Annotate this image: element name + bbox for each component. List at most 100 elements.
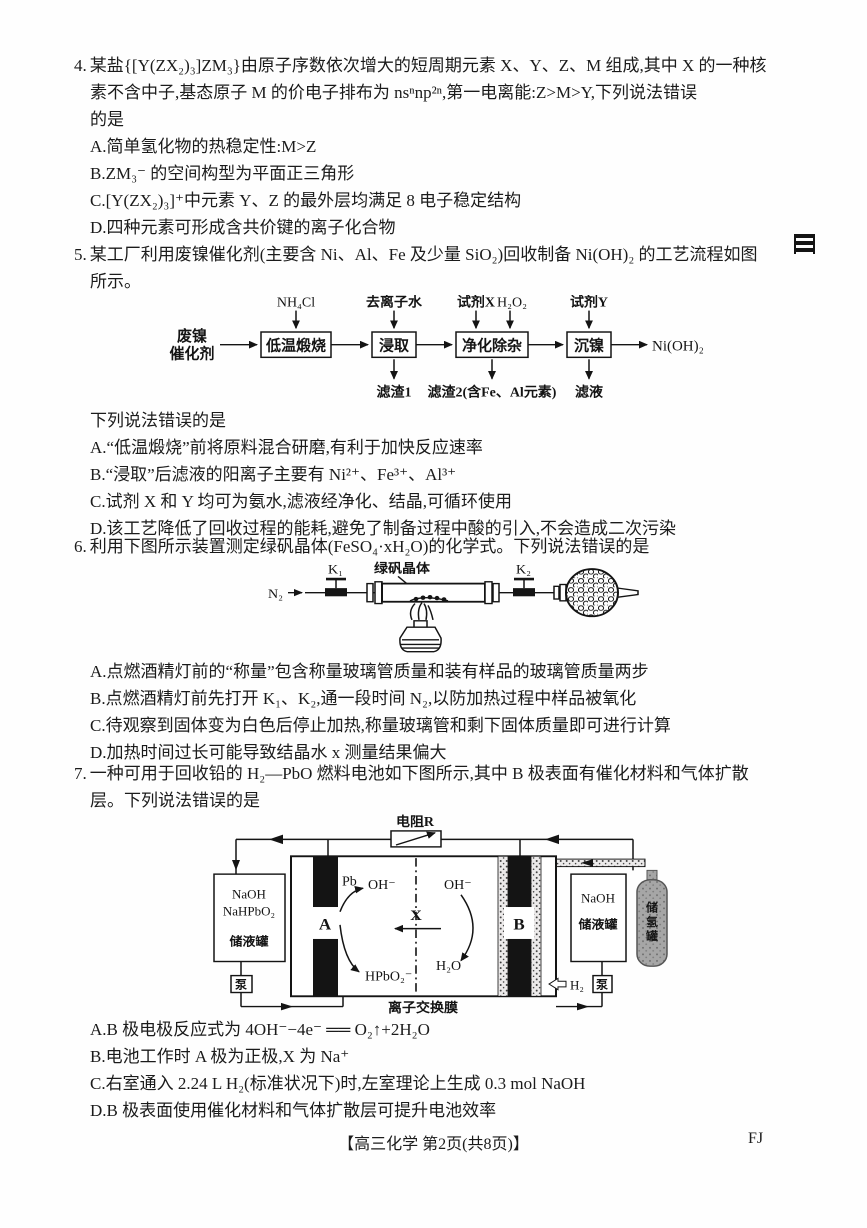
h2o-label: H₂O [436, 958, 461, 973]
pb-label: Pb [342, 874, 357, 889]
tube-stopper-right [484, 581, 500, 605]
option-b: B.电池工作时 A 极为正极,X 为 Na⁺ [90, 1047, 350, 1066]
question-number: 5. [74, 245, 87, 264]
option-d: D.B 极表面使用催化材料和气体扩散层可提升电池效率 [90, 1101, 497, 1120]
footer-code: FJ [748, 1130, 764, 1147]
flow-input-arrows [292, 310, 593, 330]
hpbo2-label: HPbO₂⁻ [365, 969, 412, 984]
input-reagent-y: 试剂Y [570, 295, 608, 310]
option-c: C.待观察到固体变为白色后停止加热,称量玻璃管和剩下固体质量即可进行计算 [90, 716, 671, 735]
input-deionized-water: 去离子水 [366, 295, 422, 310]
fuel-cell-diagram: 电阻R [193, 814, 867, 1016]
step-box-leach [371, 331, 417, 359]
output-residue1: 滤渣1 [377, 383, 412, 399]
oh-right-label: OH⁻ [444, 878, 472, 893]
drying-bulb [565, 568, 619, 618]
question-6: 6.利用下图所示装置测定绿矾晶体(FeSO₄·xH₂O)的化学式。下列说法错误的… [0, 533, 867, 766]
h2-gas-pipe [544, 858, 646, 868]
electrode-b-label-box [504, 907, 534, 939]
alcohol-lamp [399, 602, 442, 653]
input-h2o2: H₂O₂ [497, 295, 527, 310]
arrow-pb-to-oh [339, 886, 364, 912]
question-7: 7.一种可用于回收铅的 H₂—PbO 燃料电池如下图所示,其中 B 极表面有催化… [0, 760, 867, 1124]
page-footer: 【高三化学 第2页(共8页)】 FJ [0, 1130, 867, 1154]
question-line: 4.某盐{[Y(ZX₂)₃]ZM₃}由原子序数依次增大的短周期元素 X、Y、Z、… [0, 52, 867, 79]
option-c: C.右室通入 2.24 L H₂(标准状况下)时,左室理论上生成 0.3 mol… [90, 1074, 586, 1093]
resistor-label: 电阻R [396, 814, 434, 829]
resistor-slider-arrow [395, 831, 436, 846]
left-tank-caption: 储液罐 [229, 934, 268, 949]
question-text: 利用下图所示装置测定绿矾晶体(FeSO₄·xH₂O)的化学式。下列说法错误的是 [89, 537, 650, 556]
option-d: D.加热时间过长可能导致结晶水 x 测量结果偏大 [90, 743, 447, 762]
question-line: 7.一种可用于回收铅的 H₂—PbO 燃料电池如下图所示,其中 B 极表面有催化… [0, 760, 867, 787]
circuit-wires [232, 834, 634, 875]
sample-crystals [409, 595, 449, 602]
cylinder-neck [646, 869, 658, 881]
sample-label: 绿矾晶体 [374, 560, 431, 575]
option-a: A.点燃酒精灯前的“称量”包含称量玻璃管质量和装有样品的玻璃管质量两步 [90, 662, 649, 681]
left-pump [230, 974, 253, 994]
right-pump-pipes [556, 961, 603, 1011]
valve-k1 [325, 577, 347, 597]
hydrogen-cylinder [636, 879, 668, 967]
question-text: 某盐{[Y(ZX₂)₃]ZM₃}由原子序数依次增大的短周期元素 X、Y、Z、M … [89, 56, 767, 75]
left-tank-naoh: NaOH [232, 888, 266, 902]
flow-source-line2: 催化剂 [170, 344, 215, 362]
process-flow-svg: 废镍 催化剂 低温煅烧 浸取 净化除杂 沉镍 Ni [170, 295, 704, 400]
question-prompt: 下列说法错误的是 [90, 411, 226, 430]
valve-k2-label: K₂ [516, 562, 531, 576]
question-number: 4. [74, 56, 87, 75]
electrode-b-label: B [513, 915, 524, 933]
output-filtrate: 滤液 [575, 383, 603, 399]
question-5: 5.某工厂利用废镍催化剂(主要含 Ni、Al、Fe 及少量 SiO₂)回收制备 … [0, 241, 867, 542]
option-b: B.点燃酒精灯前先打开 K₁、K₂,通一段时间 N₂,以防加热过程中样品被氧化 [90, 689, 637, 708]
n2-label: N₂ [268, 587, 283, 601]
cylinder-char-3: 罐 [645, 929, 658, 943]
step-label-precipitate: 沉镍 [574, 337, 604, 355]
option-b: B.“浸取”后滤液的阳离子主要有 Ni²⁺、Fe³⁺、Al³⁺ [90, 465, 457, 484]
footer-text: 【高三化学 第2页(共8页)】 [338, 1136, 529, 1153]
question-line: 所示。 [90, 272, 141, 291]
apparatus-diagram: 绿矾晶体 N₂ K₁ [248, 560, 867, 658]
left-pump-pipes [240, 961, 344, 1011]
valve-k2 [513, 577, 535, 597]
bulb-connector [553, 583, 567, 602]
left-pump-label: 泵 [235, 979, 247, 992]
option-b: B.ZM₃⁻ 的空间构型为平面正三角形 [90, 164, 355, 183]
step-box-precipitate [566, 331, 612, 359]
electrode-a-label-box [309, 907, 341, 939]
input-nh4cl: NH₄Cl [277, 295, 315, 310]
question-number: 7. [74, 764, 87, 783]
output-residue2: 滤渣2(含Fe、Al元素) [428, 383, 557, 400]
arrow-oh-to-h2o [460, 894, 474, 962]
question-text: 一种可用于回收铅的 H₂—PbO 燃料电池如下图所示,其中 B 极表面有催化材料… [89, 764, 749, 783]
right-pump-label: 泵 [596, 979, 608, 992]
h2-inlet-arrow [548, 977, 567, 991]
question-line: 的是 [90, 110, 124, 129]
right-tank-caption: 储液罐 [578, 917, 617, 932]
left-tank [213, 873, 286, 963]
option-a: A.“低温煅烧”前将原料混合研磨,有利于加快反应速率 [90, 438, 483, 457]
option-c: C.[Y(ZX₂)₃]⁺中元素 Y、Z 的最外层均满足 8 电子稳定结构 [90, 191, 522, 210]
membrane-label: 离子交换膜 [388, 1000, 458, 1015]
question-line: 层。下列说法错误的是 [90, 791, 260, 810]
step-label-purify: 净化除杂 [462, 337, 522, 355]
question-line: 6.利用下图所示装置测定绿矾晶体(FeSO₄·xH₂O)的化学式。下列说法错误的… [0, 533, 867, 560]
glass-tube [381, 582, 486, 603]
step-box-purify [455, 331, 529, 359]
cylinder-char-2: 氢 [646, 915, 658, 929]
left-tank-nahpbo2: NaHPbO₂ [223, 905, 275, 919]
apparatus-svg: 绿矾晶体 N₂ K₁ [268, 560, 639, 653]
fuel-cell-svg: 电阻R [213, 814, 668, 1015]
step-label-leach: 浸取 [379, 338, 409, 355]
option-d: D.四种元素可形成含共价键的离子化合物 [90, 218, 396, 237]
option-c: C.试剂 X 和 Y 均可为氨水,滤液经净化、结晶,可循环使用 [90, 492, 513, 511]
process-flow-diagram: 废镍 催化剂 低温煅烧 浸取 净化除杂 沉镍 Ni [160, 295, 867, 407]
question-number: 6. [74, 537, 87, 556]
question-line: 5.某工厂利用废镍催化剂(主要含 Ni、Al、Fe 及少量 SiO₂)回收制备 … [0, 241, 867, 268]
right-tank-naoh: NaOH [581, 892, 615, 906]
oh-left-label: OH⁻ [368, 878, 396, 893]
flow-product: Ni(OH)₂ [652, 339, 704, 355]
h2-pipe-flow-arrow [581, 859, 593, 867]
